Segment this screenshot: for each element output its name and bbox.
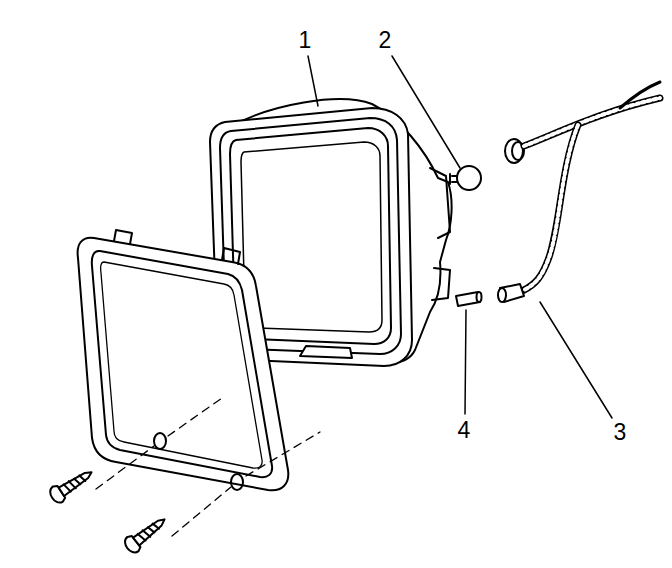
callout-number: 1 (299, 29, 312, 52)
callout-number: 4 (458, 419, 471, 442)
callout-number: 3 (614, 421, 627, 444)
callout-number: 2 (379, 29, 392, 52)
